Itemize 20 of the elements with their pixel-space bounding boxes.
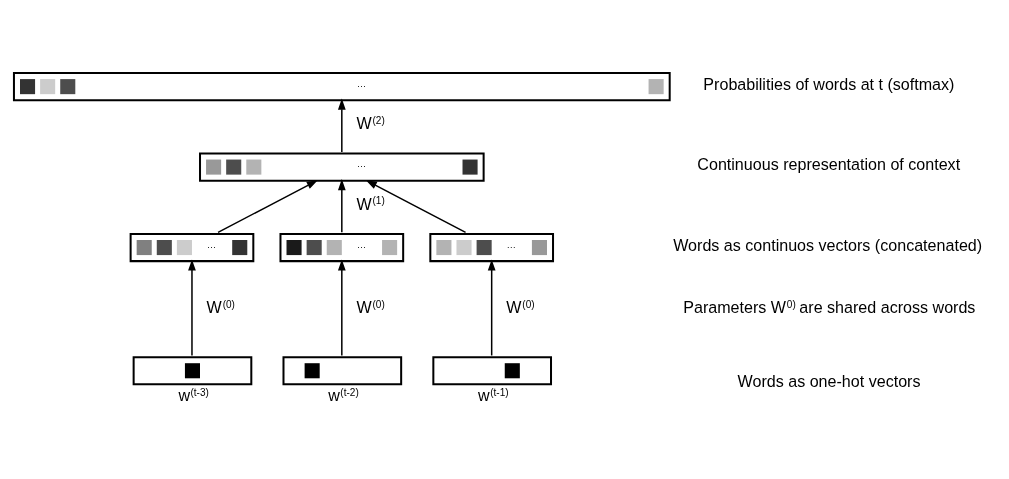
label: Probabilities of words at t (softmax) <box>703 74 955 93</box>
node-label: w$^{(t-3)}$ <box>178 386 209 405</box>
arrow <box>188 259 196 357</box>
edge-label: W$^{(0)}$ <box>206 298 235 317</box>
edge-label: W$^{(0)}$ <box>506 298 535 317</box>
edge-label: W$^{(1)}$ <box>356 194 385 213</box>
arrow <box>217 180 318 234</box>
arrow <box>337 98 346 153</box>
arrow <box>337 259 346 357</box>
label: Continuous representation of context <box>697 155 961 174</box>
arrow <box>487 259 496 357</box>
label: Words as one-hot vectors <box>737 372 921 391</box>
node-label: w$^{(t-1)}$ <box>478 386 509 405</box>
node-label: w$^{(t-2)}$ <box>328 386 359 405</box>
label: Words as continuos vectors (concatenated) <box>673 235 983 254</box>
arrow <box>337 179 346 234</box>
arrow <box>365 180 467 234</box>
label: Parameters W$^{0)}$ are shared across words <box>683 298 976 317</box>
edge-label: W$^{(2)}$ <box>356 114 385 133</box>
edge-label: W$^{(0)}$ <box>356 298 385 317</box>
